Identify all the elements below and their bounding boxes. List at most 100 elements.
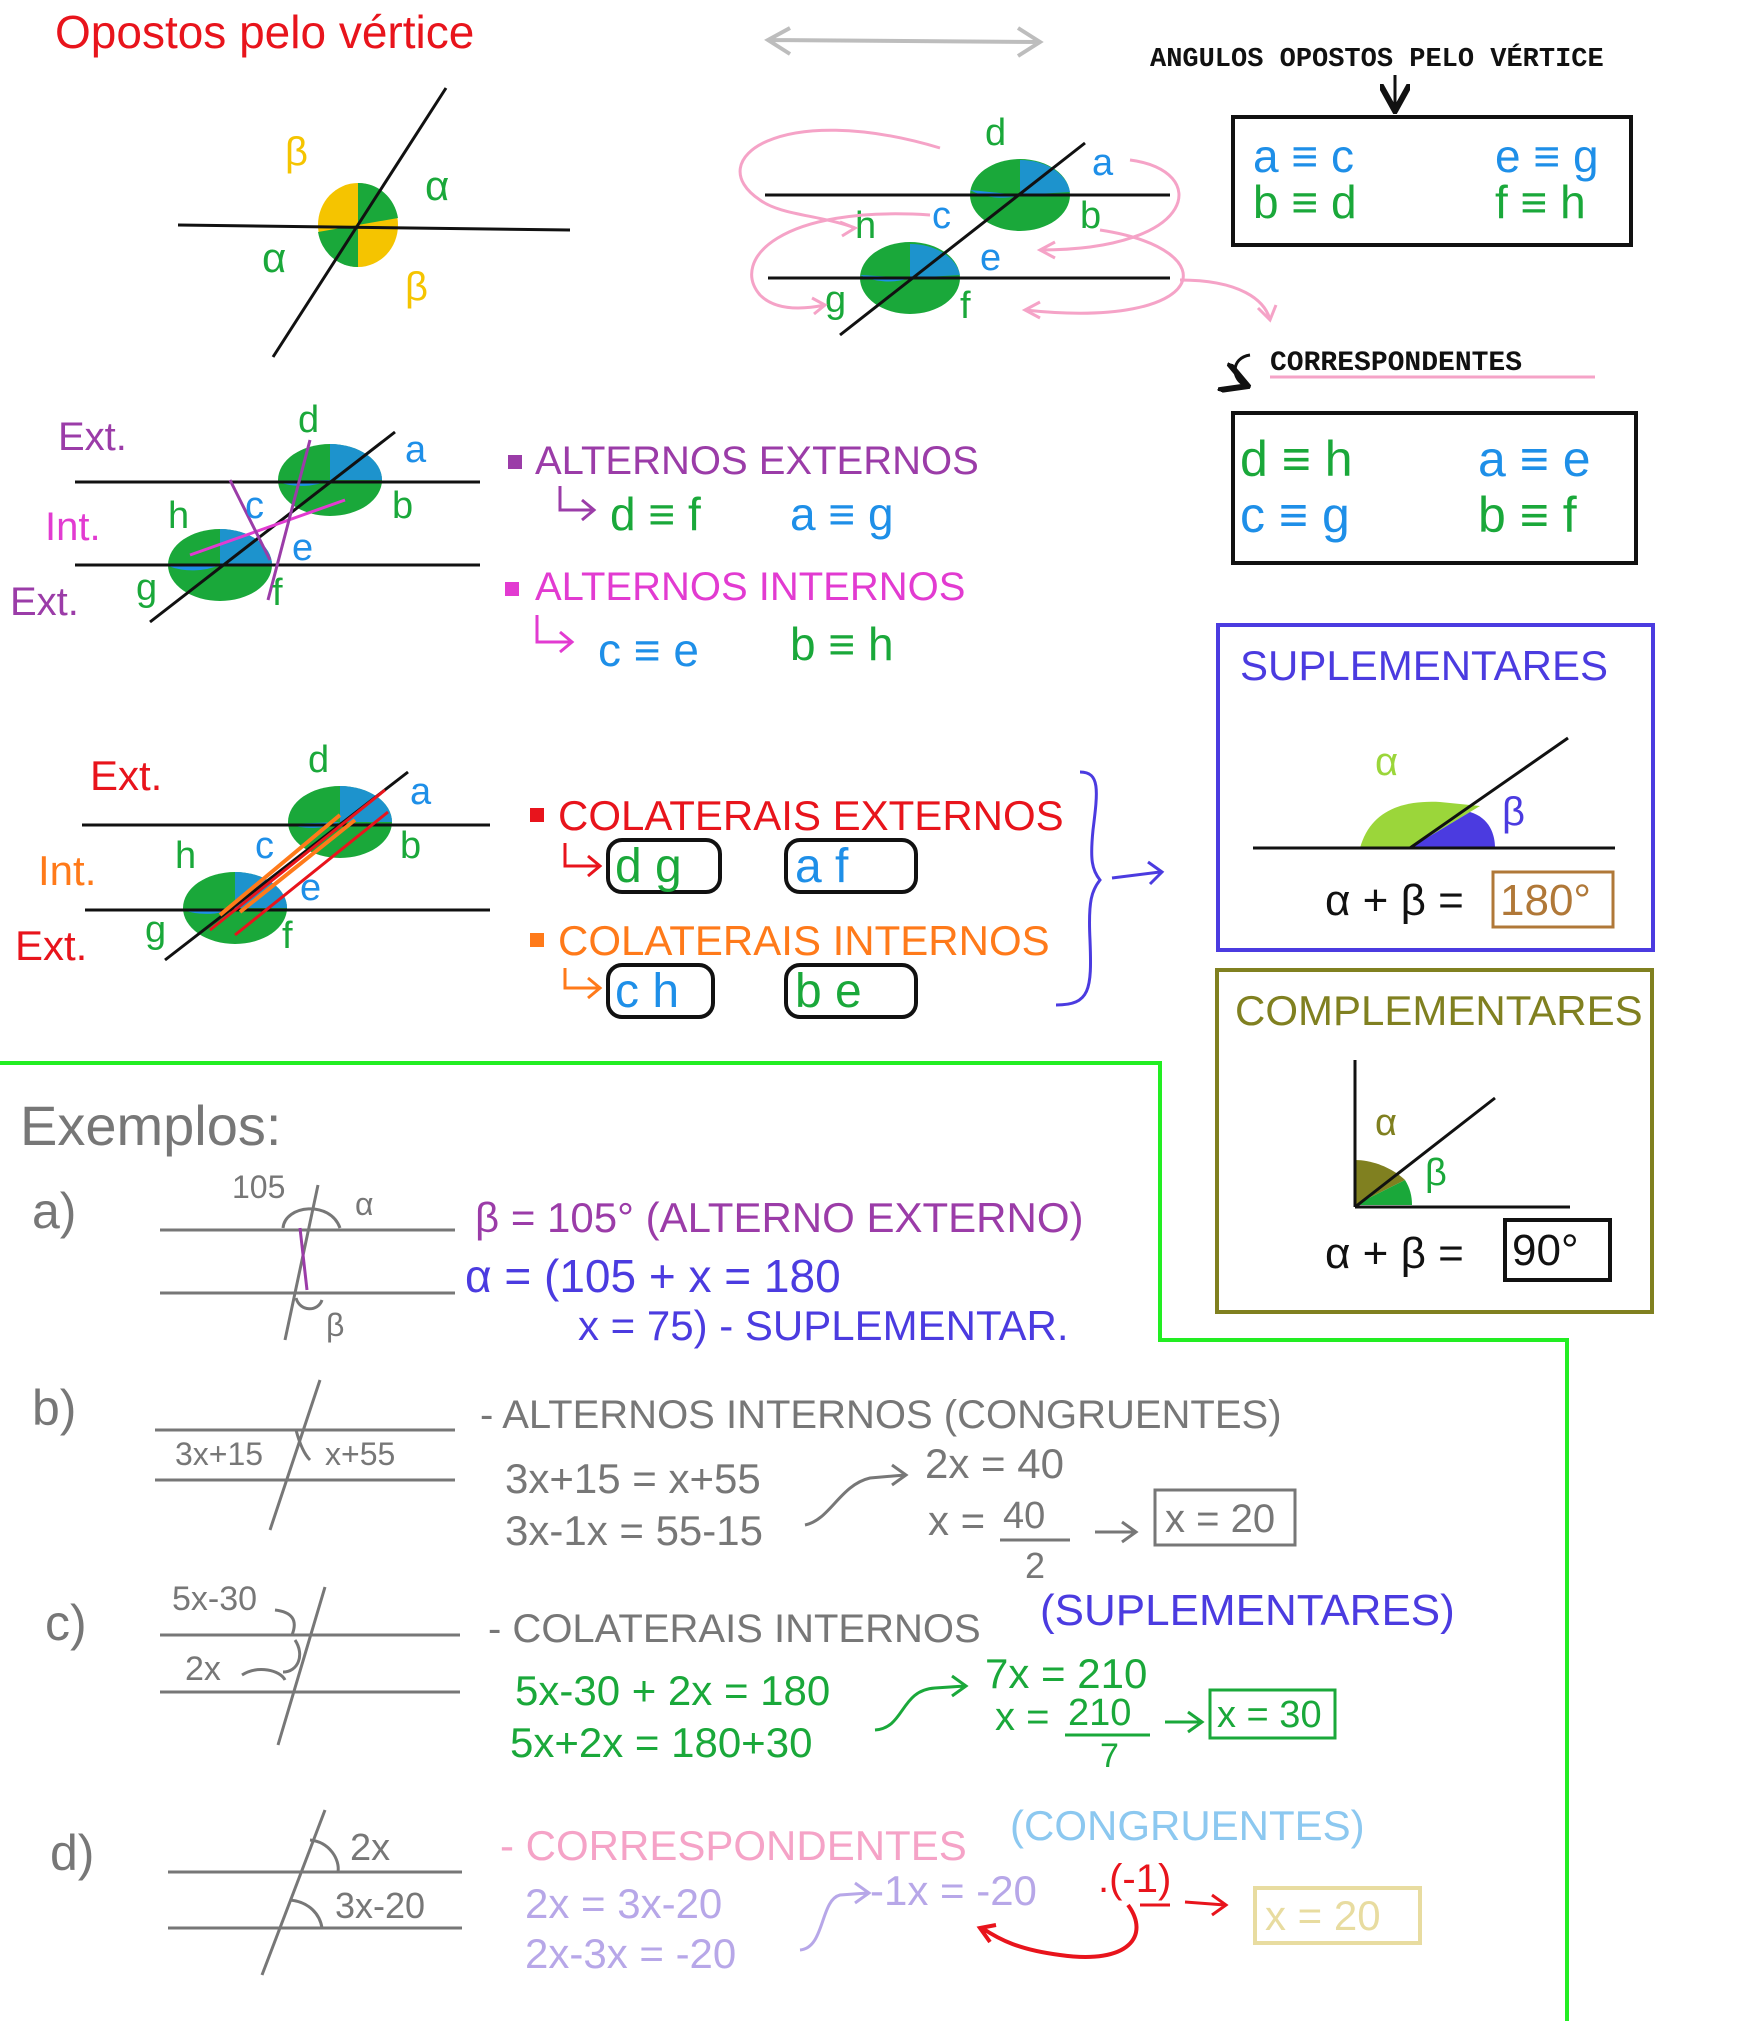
example-c-bottom-angle: 2x <box>185 1650 221 1688</box>
alternos-ext-title: ALTERNOS EXTERNOS <box>535 439 979 483</box>
example-c-eq4: x = <box>995 1695 1049 1739</box>
box-suplementares: SUPLEMENTARES α β α + β = 180° <box>1216 623 1655 952</box>
col-ext-title: COLATERAIS EXTERNOS <box>558 792 1064 839</box>
colaterais-text: COLATERAIS EXTERNOS d g a f COLATERAIS I… <box>530 770 1165 1019</box>
box-opostos: ANGULOS OPOSTOS PELO VÉRTICE a ≡ c b ≡ d… <box>1150 43 1633 247</box>
alternos-diagram: Ext. Int. Ext. d a b c h e g f <box>10 399 480 624</box>
box-complementares: COMPLEMENTARES α β α + β = 90° <box>1215 968 1654 1314</box>
example-d-mult: .(-1) <box>1098 1857 1171 1901</box>
letter-d: d <box>985 112 1006 154</box>
example-b-eq4: x = <box>928 1497 985 1544</box>
col-letter-h: h <box>175 835 196 877</box>
letter-c: c <box>932 195 951 237</box>
example-d-top-angle: 2x <box>350 1827 390 1869</box>
example-c-title-paren: (SUPLEMENTARES) <box>1040 1586 1455 1635</box>
example-a: a) 105 α β β = 105° (ALTERNO EXTERNO) α … <box>32 1169 1084 1349</box>
col-letter-c: c <box>255 825 274 867</box>
example-b-eq3: 2x = 40 <box>925 1440 1064 1487</box>
col-label-ext-1: Ext. <box>90 752 162 799</box>
opostos-l2: b ≡ d <box>1253 176 1357 228</box>
example-d-answer: x = 20 <box>1265 1892 1381 1939</box>
letter-f: f <box>960 285 971 327</box>
example-d: d) 2x 3x-20 - CORRESPONDENTES (CONGRUENT… <box>50 1802 1422 1977</box>
example-c-frac-den: 7 <box>1100 1737 1119 1775</box>
opostos-l1: a ≡ c <box>1253 130 1354 182</box>
example-d-label: d) <box>50 1825 94 1881</box>
example-c: c) 5x-30 2x - COLATERAIS INTERNOS (SUPLE… <box>45 1580 1455 1775</box>
opostos-diagram: β α α β <box>177 87 571 358</box>
example-b-frac-num: 40 <box>1003 1495 1045 1537</box>
alt-letter-g: g <box>136 567 157 609</box>
alt-letter-c: c <box>245 485 264 527</box>
colaterais-diagram: Ext. Int. Ext. d a b c h e g f <box>15 739 490 969</box>
alternos-int-r: b ≡ h <box>790 618 894 670</box>
col-ext-r: a f <box>795 840 849 893</box>
col-label-int: Int. <box>38 847 96 894</box>
example-a-line2: α = (105 + x = 180 <box>465 1250 841 1302</box>
example-b-answer: x = 20 <box>1165 1497 1275 1541</box>
page-title: Opostos pelo vértice <box>55 6 474 58</box>
example-d-title-paren: (CONGRUENTES) <box>1010 1802 1365 1849</box>
examples-title: Exemplos: <box>20 1094 281 1157</box>
example-b-eq2: 3x-1x = 55-15 <box>505 1507 763 1554</box>
example-d-bottom-angle: 3x-20 <box>335 1885 425 1926</box>
box-opostos-title: ANGULOS OPOSTOS PELO VÉRTICE <box>1150 43 1604 75</box>
col-int-r: b e <box>795 965 862 1018</box>
horizontal-line <box>177 223 571 232</box>
col-letter-a: a <box>410 771 432 813</box>
example-a-line3: x = 75) - SUPLEMENTAR. <box>578 1302 1069 1349</box>
example-a-alpha: α <box>355 1186 374 1222</box>
col-letter-g: g <box>145 909 166 951</box>
double-arrow <box>764 26 1044 58</box>
alternos-text: ALTERNOS EXTERNOS d ≡ f a ≡ g ALTERNOS I… <box>505 439 979 676</box>
supl-beta: β <box>1502 790 1525 834</box>
example-b-left-angle: 3x+15 <box>175 1436 263 1472</box>
example-a-beta: β <box>326 1307 344 1343</box>
supl-title: SUPLEMENTARES <box>1240 642 1608 689</box>
letter-b: b <box>1080 195 1101 237</box>
example-d-title: - CORRESPONDENTES <box>500 1822 967 1869</box>
example-c-top-angle: 5x-30 <box>172 1580 257 1618</box>
alternos-int-title: ALTERNOS INTERNOS <box>535 565 965 609</box>
example-c-frac-num: 210 <box>1068 1692 1131 1734</box>
example-b-label: b) <box>32 1380 76 1436</box>
col-letter-f: f <box>282 915 293 957</box>
alpha-label-right: α <box>425 162 449 209</box>
example-a-line1: β = 105° (ALTERNO EXTERNO) <box>475 1194 1084 1241</box>
corresp-l1: d ≡ h <box>1240 431 1353 487</box>
example-c-eq2: 5x+2x = 180+30 <box>510 1719 812 1766</box>
correspondence-arrows <box>738 128 1278 323</box>
example-d-eq1: 2x = 3x-20 <box>525 1880 722 1927</box>
compl-eq: α + β = <box>1325 1229 1464 1278</box>
transversal-line <box>271 87 448 358</box>
alt-letter-f: f <box>272 572 283 614</box>
col-letter-b: b <box>400 825 421 867</box>
alternos-int-l: c ≡ e <box>598 624 699 676</box>
alt-letter-a: a <box>405 429 427 471</box>
example-c-answer: x = 30 <box>1217 1694 1322 1736</box>
letter-a: a <box>1092 142 1114 184</box>
compl-beta: β <box>1425 1152 1447 1194</box>
box-correspondentes: CORRESPONDENTES d ≡ h c ≡ g a ≡ e b ≡ f <box>1233 348 1638 565</box>
alpha-angle-fill <box>318 225 358 268</box>
col-ext-l: d g <box>615 840 682 893</box>
alternos-ext-l: d ≡ f <box>610 488 701 540</box>
corresp-r2: b ≡ f <box>1478 487 1577 543</box>
letter-e: e <box>980 237 1001 279</box>
letter-h: h <box>855 205 876 247</box>
example-b-eq1: 3x+15 = x+55 <box>505 1455 761 1502</box>
supl-alpha: α <box>1375 740 1398 784</box>
example-a-label: a) <box>32 1183 76 1239</box>
col-letter-d: d <box>308 739 329 781</box>
alt-letter-e: e <box>292 527 313 569</box>
box-corresp-title: CORRESPONDENTES <box>1270 348 1522 379</box>
example-c-eq1: 5x-30 + 2x = 180 <box>515 1667 830 1714</box>
letter-g: g <box>825 279 846 321</box>
corresp-r1: a ≡ e <box>1478 431 1591 487</box>
example-c-title: - COLATERAIS INTERNOS <box>488 1607 981 1651</box>
alternos-ext-r: a ≡ g <box>790 488 894 540</box>
example-b: b) 3x+15 x+55 - ALTERNOS INTERNOS (CONGR… <box>32 1379 1297 1586</box>
example-b-frac-den: 2 <box>1025 1545 1045 1586</box>
alt-letter-b: b <box>392 485 413 527</box>
example-a-105: 105 <box>232 1169 285 1205</box>
